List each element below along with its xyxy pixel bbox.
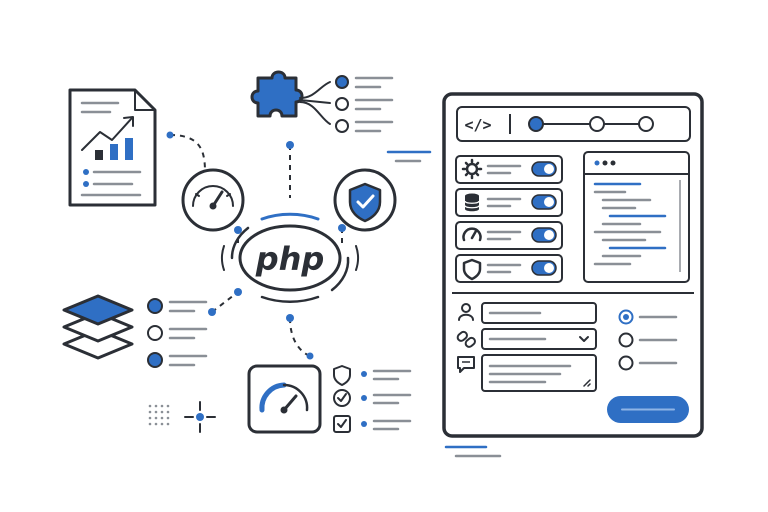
shield-icon bbox=[462, 258, 482, 281]
code-editor-window bbox=[583, 151, 690, 283]
settings-row-gear[interactable] bbox=[455, 155, 563, 184]
php-hub: php bbox=[221, 212, 359, 303]
radio-option-1[interactable] bbox=[618, 309, 678, 325]
puzzle-piece-icon bbox=[250, 70, 331, 125]
toggle-switch-speed[interactable] bbox=[531, 227, 557, 243]
step-1[interactable] bbox=[528, 116, 544, 132]
panel-toolbar: </> bbox=[456, 106, 691, 142]
code-lines bbox=[593, 182, 667, 266]
resize-handle-icon[interactable] bbox=[583, 379, 591, 387]
settings-row-database[interactable] bbox=[455, 188, 563, 217]
code-brackets-icon: </> bbox=[464, 116, 491, 134]
puzzle-options-list bbox=[335, 75, 432, 163]
radio-option-3[interactable] bbox=[618, 355, 678, 371]
settings-row-speed[interactable] bbox=[455, 221, 563, 250]
step-progress bbox=[528, 116, 654, 132]
speedometer-icon bbox=[181, 168, 245, 232]
toggle-switch-gear[interactable] bbox=[531, 161, 557, 177]
underline-decoration bbox=[444, 445, 502, 458]
security-checklist bbox=[333, 365, 412, 433]
comment-icon bbox=[457, 356, 475, 373]
settings-list bbox=[455, 155, 563, 283]
settings-row-shield[interactable] bbox=[455, 254, 563, 283]
toggle-switch-database[interactable] bbox=[531, 194, 557, 210]
dashboard-gauge-icon bbox=[247, 364, 322, 434]
gear-icon bbox=[461, 158, 483, 180]
chevron-down-icon[interactable] bbox=[579, 336, 589, 342]
form-panel: </> bbox=[442, 92, 704, 438]
step-3[interactable] bbox=[638, 116, 654, 132]
link-icon bbox=[456, 330, 476, 348]
toggle-switch-shield[interactable] bbox=[531, 260, 557, 276]
layers-options-list bbox=[147, 298, 208, 368]
step-2[interactable] bbox=[589, 116, 605, 132]
layers-icon bbox=[62, 294, 134, 360]
link-field-row bbox=[456, 328, 597, 350]
chart-document-icon bbox=[68, 88, 157, 207]
radio-group bbox=[618, 309, 678, 371]
comment-field-row bbox=[457, 354, 597, 392]
dot-grid-decoration bbox=[148, 404, 170, 426]
submit-button[interactable] bbox=[607, 396, 689, 423]
radio-option-2[interactable] bbox=[618, 332, 678, 348]
crosshair-icon bbox=[184, 401, 216, 433]
connector-lines bbox=[166, 131, 346, 360]
php-logo-text: php bbox=[255, 240, 325, 278]
name-field-row bbox=[458, 302, 597, 324]
shield-check-icon bbox=[333, 168, 397, 232]
database-icon bbox=[464, 193, 480, 212]
speed-icon bbox=[462, 227, 482, 242]
user-icon bbox=[458, 303, 474, 321]
